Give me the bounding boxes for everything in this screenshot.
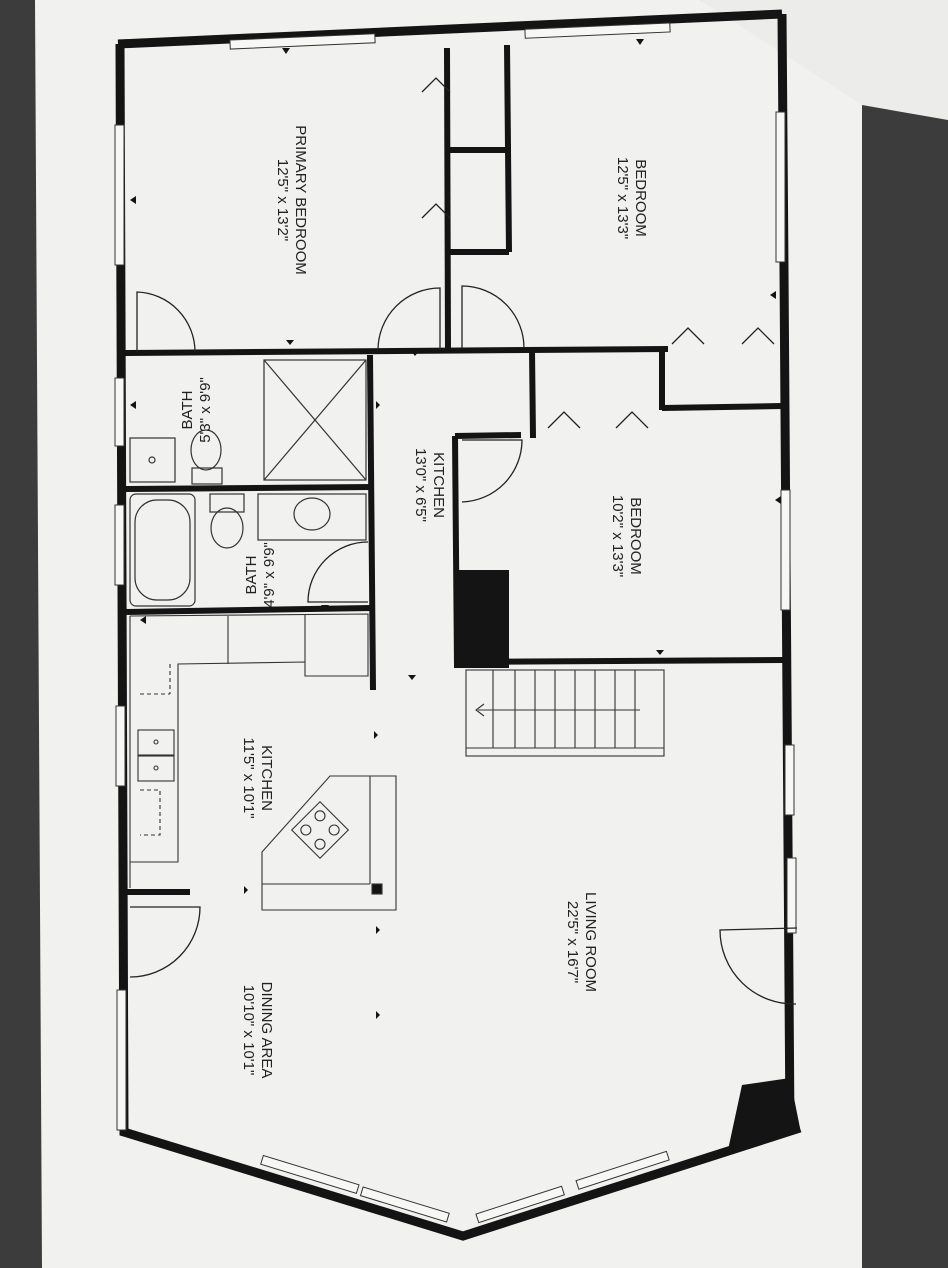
label-living-room: LIVING ROOM 22'5" x 16'7" — [564, 892, 599, 992]
room-dims: 12'5" x 13'3" — [614, 157, 631, 239]
paper-curl — [700, 0, 948, 120]
interior-walls — [123, 44, 785, 895]
room-dims: 22'5" x 16'7" — [564, 901, 581, 983]
bath1-fixtures — [129, 359, 367, 485]
room-name: PRIMARY BEDROOM — [292, 125, 309, 274]
room-name: KITCHEN — [430, 452, 447, 518]
label-bath-1: BATH 5'3" x 9'9" — [179, 377, 214, 443]
room-dims: 10'10" x 10'1" — [240, 985, 257, 1076]
doors — [129, 77, 798, 1005]
dimension-markers — [130, 39, 781, 1019]
room-name: BEDROOM — [632, 159, 649, 237]
room-name: BATH — [243, 556, 260, 595]
windows — [114, 22, 797, 1224]
room-name: BATH — [179, 391, 196, 430]
paper-sheet — [35, 0, 862, 1268]
label-kitchen: KITCHEN 11'5" x 10'1" — [240, 737, 275, 818]
room-name: KITCHEN — [258, 745, 275, 811]
stairs — [465, 669, 665, 757]
floor-plan: PRIMARY BEDROOM 12'5" x 13'2" BEDROOM 12… — [114, 9, 802, 1241]
label-kitchen-hall: KITCHEN 13'0" x 6'5" — [412, 448, 447, 522]
label-primary-bedroom: PRIMARY BEDROOM 12'5" x 13'2" — [274, 125, 309, 274]
label-bedroom-2: BEDROOM 10'2" x 13'3" — [609, 495, 644, 577]
room-name: DINING AREA — [258, 982, 275, 1079]
room-name: BEDROOM — [627, 497, 644, 575]
kitchen-fixtures — [129, 613, 397, 911]
label-bath-2: BATH 4'9" x 9'9" — [243, 542, 278, 608]
room-dims: 10'2" x 13'3" — [609, 495, 626, 577]
room-dims: 12'5" x 13'2" — [274, 159, 291, 241]
label-bedroom-1: BEDROOM 12'5" x 13'3" — [614, 157, 649, 239]
chimney-block — [454, 570, 509, 668]
room-dims: 11'5" x 10'1" — [240, 737, 257, 818]
room-dims: 5'3" x 9'9" — [197, 377, 214, 443]
label-dining-area: DINING AREA 10'10" x 10'1" — [240, 982, 275, 1079]
exterior-walls — [115, 9, 802, 1241]
room-name: LIVING ROOM — [582, 892, 599, 992]
room-labels: PRIMARY BEDROOM 12'5" x 13'2" BEDROOM 12… — [179, 125, 649, 1078]
room-dims: 13'0" x 6'5" — [412, 448, 429, 522]
room-dims: 4'9" x 9'9" — [261, 542, 278, 608]
bath2-fixtures — [129, 493, 367, 607]
fireplace-block — [728, 1078, 800, 1150]
